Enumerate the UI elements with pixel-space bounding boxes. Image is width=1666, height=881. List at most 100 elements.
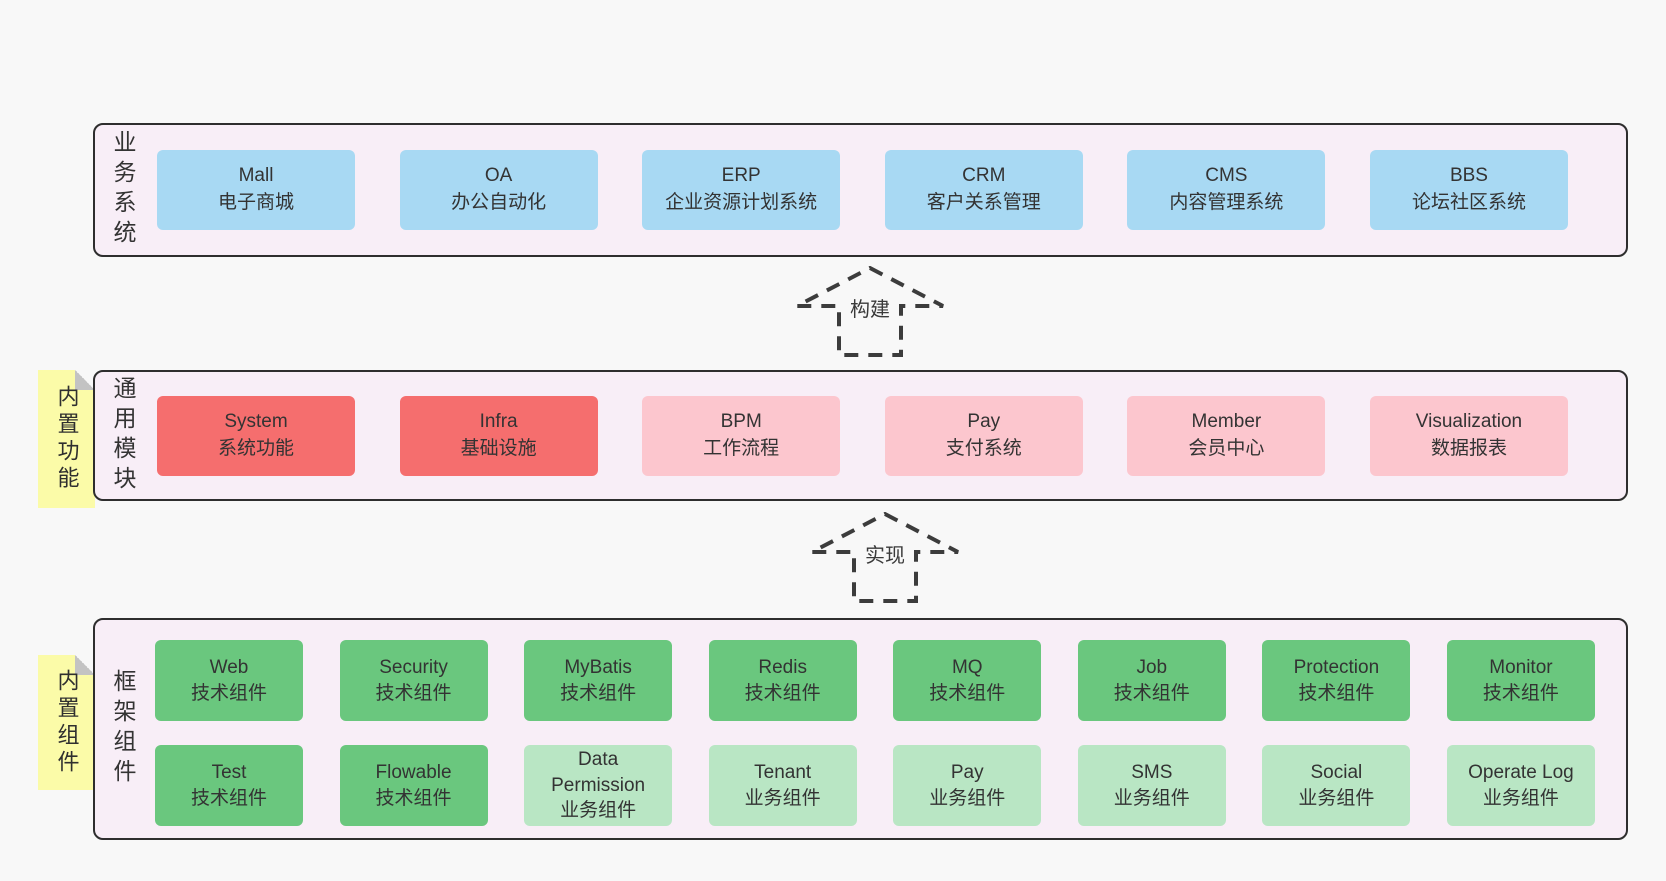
box-title: MyBatis xyxy=(564,656,632,678)
box-subtitle: 业务组件 xyxy=(560,800,637,822)
band-components-label: 框架组件 xyxy=(110,669,136,789)
box-subtitle: 业务组件 xyxy=(929,787,1006,809)
build-arrow: 构建 xyxy=(795,266,945,358)
box-pay-component: Pay 业务组件 xyxy=(893,745,1042,826)
note-text: 内置组件 xyxy=(54,668,80,777)
note-built-in-components: 内置组件 xyxy=(38,655,95,790)
box-title: Monitor xyxy=(1489,656,1553,678)
box-title: OA xyxy=(484,165,513,187)
box-subtitle: 企业资源计划系统 xyxy=(665,192,818,213)
box-title: Security xyxy=(379,656,448,678)
box-oa: OA 办公自动化 xyxy=(399,150,598,230)
box-bpm: BPM 工作流程 xyxy=(642,395,841,476)
box-title: System xyxy=(224,410,288,432)
box-subtitle: 技术组件 xyxy=(1113,682,1190,704)
box-title: Tenant xyxy=(754,761,812,783)
box-title: CMS xyxy=(1205,165,1248,187)
box-member: Member 会员中心 xyxy=(1127,395,1326,476)
box-subtitle: 数据报表 xyxy=(1430,437,1507,459)
module-boxes: System 系统功能 Infra 基础设施 BPM 工作流程 Pay 支付系统 Member 会… xyxy=(157,395,1568,476)
box-title: Social xyxy=(1310,761,1363,783)
note-built-in-features: 内置功能 xyxy=(38,370,95,508)
box-subtitle: 业务组件 xyxy=(1482,787,1559,809)
box-mybatis: MyBatis 技术组件 xyxy=(524,640,673,721)
box-subtitle: 系统功能 xyxy=(217,437,294,459)
box-bbs: BBS 论坛社区系统 xyxy=(1369,150,1568,230)
box-subtitle: 办公自动化 xyxy=(451,192,547,213)
box-sms: SMS 业务组件 xyxy=(1077,745,1226,826)
box-social: Social 业务组件 xyxy=(1262,745,1411,826)
box-subtitle: 工作流程 xyxy=(703,437,780,459)
box-subtitle: 技术组件 xyxy=(560,682,637,704)
box-subtitle: 技术组件 xyxy=(1298,682,1375,704)
up-arrow-icon xyxy=(796,266,944,357)
box-title: Job xyxy=(1136,656,1168,678)
implement-arrow-label: 实现 xyxy=(862,544,908,568)
box-title: Pay xyxy=(967,410,1001,432)
box-title: Member xyxy=(1191,410,1262,432)
box-subtitle: 基础设施 xyxy=(460,437,537,459)
box-subtitle: 业务组件 xyxy=(744,787,821,809)
box-visualization: Visualization 数据报表 xyxy=(1369,395,1568,476)
box-subtitle: 技术组件 xyxy=(375,682,452,704)
box-subtitle: 技术组件 xyxy=(375,787,452,809)
box-title: Data Permission xyxy=(551,749,646,796)
folded-corner-icon xyxy=(75,370,95,390)
note-text: 内置功能 xyxy=(54,385,80,493)
box-tenant: Tenant 业务组件 xyxy=(708,745,857,826)
box-subtitle: 技术组件 xyxy=(190,682,267,704)
box-subtitle: 业务组件 xyxy=(1113,787,1190,809)
box-title: BPM xyxy=(720,410,762,432)
box-web: Web 技术组件 xyxy=(155,640,303,721)
box-title: Redis xyxy=(758,656,807,678)
box-title: Infra xyxy=(479,410,518,432)
box-title: Pay xyxy=(950,761,984,783)
box-subtitle: 内容管理系统 xyxy=(1169,192,1284,213)
box-subtitle: 业务组件 xyxy=(1298,787,1375,809)
box-pay: Pay 支付系统 xyxy=(884,395,1083,476)
box-title: Mall xyxy=(238,165,274,187)
box-subtitle: 技术组件 xyxy=(190,787,267,809)
box-monitor: Monitor 技术组件 xyxy=(1446,640,1595,721)
box-title: Test xyxy=(211,761,247,783)
box-data-permission: Data Permission 业务组件 xyxy=(524,745,673,826)
box-title: ERP xyxy=(721,165,761,187)
box-title: CRM xyxy=(962,165,1006,187)
box-redis: Redis 技术组件 xyxy=(708,640,857,721)
box-system: System 系统功能 xyxy=(157,395,355,476)
box-title: BBS xyxy=(1449,165,1488,187)
box-mq: MQ 技术组件 xyxy=(893,640,1042,721)
box-security: Security 技术组件 xyxy=(339,640,488,721)
box-title: SMS xyxy=(1131,761,1173,783)
box-job: Job 技术组件 xyxy=(1077,640,1226,721)
box-infra: Infra 基础设施 xyxy=(399,395,598,476)
box-subtitle: 论坛社区系统 xyxy=(1411,192,1526,213)
box-subtitle: 会员中心 xyxy=(1188,437,1265,459)
box-title: MQ xyxy=(951,656,983,678)
box-cms: CMS 内容管理系统 xyxy=(1127,150,1326,230)
box-erp: ERP 企业资源计划系统 xyxy=(642,150,841,230)
band-business-label: 业务系统 xyxy=(110,130,136,250)
box-title: Web xyxy=(209,656,249,678)
box-subtitle: 技术组件 xyxy=(1482,682,1559,704)
implement-arrow: 实现 xyxy=(810,512,960,604)
box-title: Visualization xyxy=(1415,410,1523,432)
up-arrow-icon xyxy=(811,512,959,603)
folded-corner-icon xyxy=(75,655,95,675)
box-subtitle: 技术组件 xyxy=(744,682,821,704)
build-arrow-label: 构建 xyxy=(847,298,893,322)
box-subtitle: 支付系统 xyxy=(945,437,1022,459)
box-subtitle: 技术组件 xyxy=(929,682,1006,704)
